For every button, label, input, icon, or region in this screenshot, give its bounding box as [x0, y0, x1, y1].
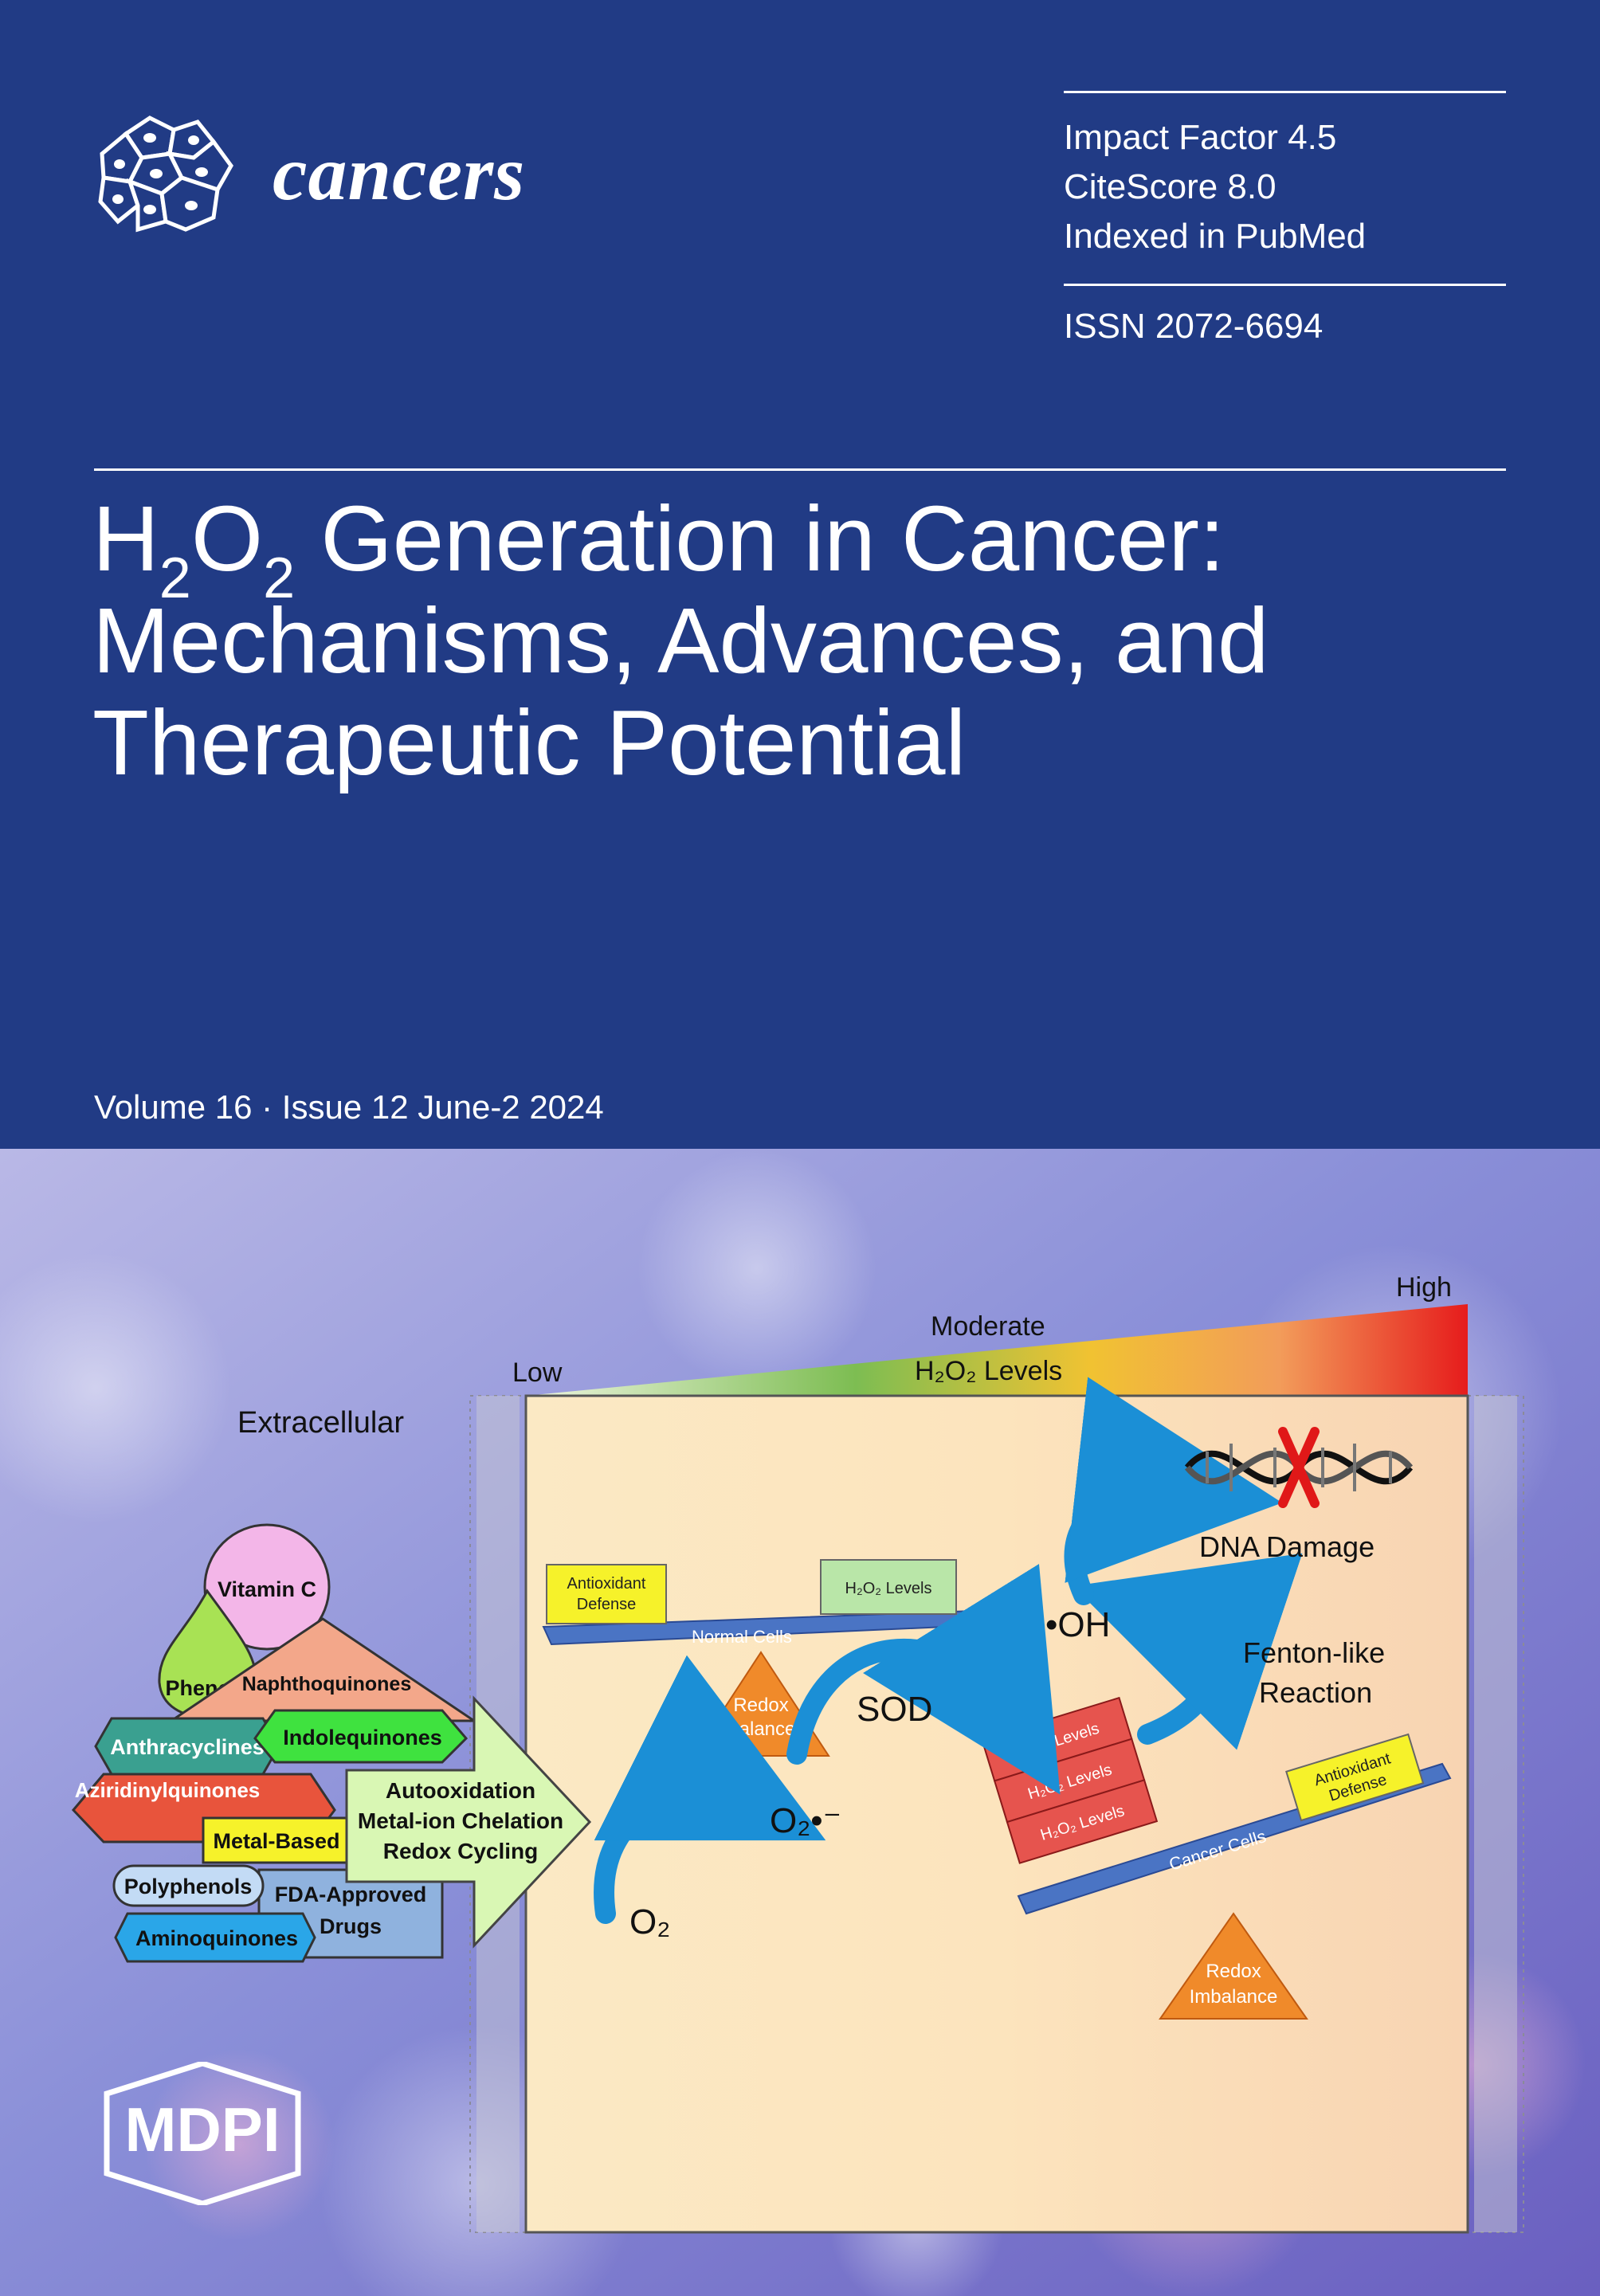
naphthoquinones: Naphthoquinones: [242, 1673, 411, 1695]
sod-label: SOD: [857, 1690, 932, 1729]
level-high: High: [1396, 1272, 1452, 1303]
journal-name: cancers: [273, 131, 526, 217]
title-line-2: Mechanisms, Advances, and: [92, 589, 1269, 692]
metrics-bottom-rule: [1064, 284, 1506, 286]
fenton-label-1: Fenton-like: [1243, 1636, 1385, 1669]
dna-damage-label: DNA Damage: [1199, 1530, 1375, 1563]
issn: ISSN 2072-6694: [1064, 307, 1324, 346]
aminoquinones: Aminoquinones: [135, 1926, 298, 1950]
level-low: Low: [512, 1358, 563, 1388]
title-rule: [94, 468, 1506, 471]
cover-header: cancers Impact Factor 4.5 CiteScore 8.0 …: [92, 91, 1506, 1126]
dna-helix-icon: [1184, 1427, 1414, 1508]
volume-issue: Volume 16 · Issue 12 June-2 2024: [94, 1088, 604, 1126]
mechanism-2: Metal-ion Chelation: [358, 1808, 563, 1833]
cover-figure: Low Moderate High H₂O₂ Levels Extracellu…: [0, 1149, 1600, 2296]
indexed-in: Indexed in PubMed: [1064, 217, 1367, 256]
oxygen-label: O₂: [629, 1902, 670, 1941]
journal-metrics: Impact Factor 4.5 CiteScore 8.0 Indexed …: [1064, 113, 1366, 261]
superoxide-label: O₂•⁻: [770, 1801, 841, 1840]
compound-shapes: Vitamin C Phenols Naphthoquinones Anthra…: [71, 1523, 478, 1963]
level-label: H₂O₂ Levels: [915, 1356, 1062, 1386]
svg-text:Imbalance: Imbalance: [1190, 1986, 1278, 2008]
vitamin-c: Vitamin C: [218, 1577, 316, 1601]
fda-approved: FDA-Approved: [275, 1883, 427, 1906]
svg-text:Defense: Defense: [577, 1596, 637, 1613]
mechanism-3: Redox Cycling: [383, 1839, 538, 1863]
metrics-top-rule: [1064, 91, 1506, 93]
hydroxyl-label: •OH: [1045, 1605, 1110, 1644]
membrane-right: [1467, 1395, 1524, 2233]
normal-fulcrum-label: Redox: [733, 1695, 788, 1716]
metal-based: Metal-Based: [213, 1829, 339, 1853]
mdpi-logo-icon: MDPI: [104, 2062, 301, 2205]
cancer-fulcrum-label: Redox: [1206, 1961, 1261, 1982]
level-moderate: Moderate: [931, 1311, 1045, 1342]
svg-text:Balance: Balance: [727, 1718, 796, 1740]
extracellular-label: Extracellular: [237, 1406, 404, 1440]
mdpi-wordmark: MDPI: [125, 2094, 280, 2165]
citescore: CiteScore 8.0: [1064, 167, 1276, 206]
reaction-arrows: [594, 1377, 1303, 1924]
drugs: Drugs: [320, 1914, 382, 1938]
cancers-cells-logo-icon: [98, 116, 233, 233]
article-title: H2O2 Generation in Cancer: Mechanisms, A…: [92, 488, 1495, 793]
title-line-3: Therapeutic Potential: [92, 691, 967, 794]
normal-beam-label: Normal Cells: [692, 1627, 792, 1647]
title-line-1: H2O2 Generation in Cancer:: [92, 487, 1225, 610]
mechanism-1: Autooxidation: [386, 1778, 535, 1803]
mechanism-arrow: [345, 1695, 592, 1949]
polyphenols: Polyphenols: [124, 1875, 253, 1898]
normal-h2o2-label: H₂O₂ Levels: [845, 1580, 932, 1597]
fenton-label-2: Reaction: [1259, 1676, 1372, 1709]
normal-antioxidant-label: Antioxidant: [567, 1575, 646, 1593]
indolequinones: Indolequinones: [283, 1726, 442, 1749]
h2o2-level-wedge: [526, 1304, 1468, 1396]
anthracyclines: Anthracyclines: [110, 1735, 265, 1759]
aziridinylquinones: Aziridinylquinones: [75, 1778, 261, 1802]
impact-factor: Impact Factor 4.5: [1064, 118, 1337, 157]
